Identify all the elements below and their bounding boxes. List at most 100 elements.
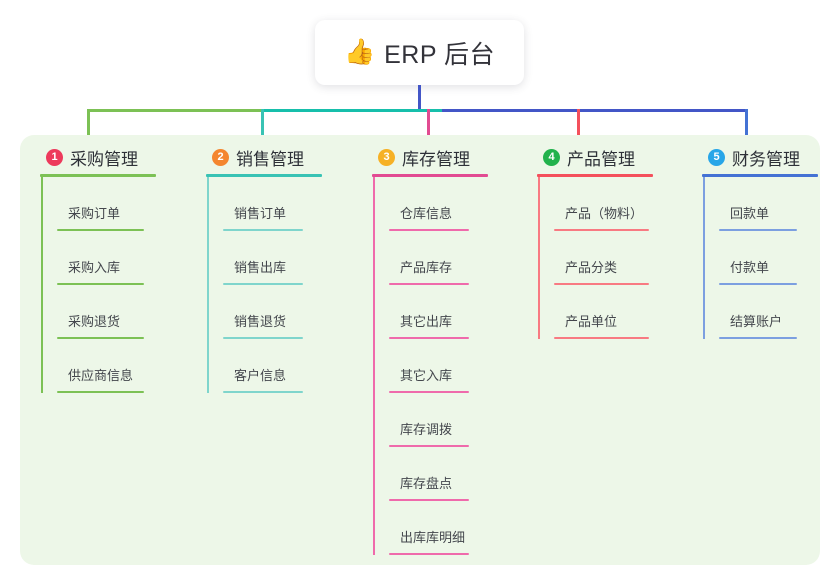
leaf-item[interactable]: 仓库信息 [378,177,522,231]
leaf-rule [57,337,144,339]
leaf-label: 库存调拨 [400,422,453,437]
leaf-rule [223,229,303,231]
leaf-item[interactable]: 销售订单 [212,177,346,231]
column-5: 5 财务管理回款单付款单结算账户 [692,145,839,339]
leaf-label: 库存盘点 [400,476,453,491]
leaf-item[interactable]: 库存盘点 [378,447,522,501]
leaf-rule [223,391,303,393]
column-spine-3 [373,177,375,555]
column-spine-5 [703,177,705,339]
leaf-label: 采购入库 [68,260,121,275]
column-branch-1: 采购订单采购入库采购退货供应商信息 [30,177,180,393]
column-head-rule-5 [702,174,818,177]
leaf-item[interactable]: 出库库明细 [378,501,522,555]
thumbs-up-icon: 👍 [343,38,376,66]
leaf-item[interactable]: 采购入库 [46,231,180,285]
column-spine-4 [538,177,540,339]
leaf-item[interactable]: 采购订单 [46,177,180,231]
leaf-rule [554,337,649,339]
leaf-rule [223,283,303,285]
column-title-1: 采购管理 [70,149,138,169]
leaf-rule [719,229,797,231]
drop-connector-2 [260,109,264,145]
column-title-3: 库存管理 [402,149,470,169]
leaf-item[interactable]: 产品分类 [543,231,687,285]
leaf-item[interactable]: 回款单 [708,177,839,231]
leaf-item[interactable]: 库存调拨 [378,393,522,447]
column-head-rule-2 [206,174,322,177]
drop-connector-4 [576,109,580,145]
leaf-rule [57,391,144,393]
column-badge-1: 1 [46,148,63,166]
leaf-rule [389,445,469,447]
column-title-5: 财务管理 [732,149,800,169]
leaf-rule [719,337,797,339]
leaf-rule [57,283,144,285]
leaf-label: 产品（物料） [565,206,644,221]
leaf-item[interactable]: 产品库存 [378,231,522,285]
column-header-5[interactable]: 5 财务管理 [692,145,839,169]
column-header-3[interactable]: 3 库存管理 [362,145,522,169]
leaf-rule [223,337,303,339]
column-badge-3: 3 [378,148,395,166]
leaf-item[interactable]: 客户信息 [212,339,346,393]
leaf-item[interactable]: 供应商信息 [46,339,180,393]
leaf-rule [389,499,469,501]
leaf-item[interactable]: 销售退货 [212,285,346,339]
leaf-label: 销售订单 [234,206,287,221]
leaf-item[interactable]: 销售出库 [212,231,346,285]
drop-connector-3 [426,109,430,145]
leaf-rule [389,229,469,231]
column-1: 1 采购管理采购订单采购入库采购退货供应商信息 [30,145,180,393]
column-head-rule-4 [537,174,653,177]
leaf-label: 其它出库 [400,314,453,329]
leaf-label: 供应商信息 [68,368,134,383]
leaf-rule [389,391,469,393]
leaf-label: 结算账户 [730,314,783,329]
leaf-item[interactable]: 采购退货 [46,285,180,339]
bus-segment-teal [262,109,443,112]
root-title: ERP 后台 [384,40,496,69]
leaf-label: 产品分类 [565,260,618,275]
root-node[interactable]: 👍 ERP 后台 [315,20,524,85]
leaf-item[interactable]: 产品（物料） [543,177,687,231]
leaf-item[interactable]: 付款单 [708,231,839,285]
leaf-rule [389,337,469,339]
bus-segment-blue [442,109,746,112]
leaf-item[interactable]: 其它出库 [378,285,522,339]
leaf-label: 销售出库 [234,260,287,275]
bus-segment-green [88,109,263,112]
leaf-label: 产品单位 [565,314,618,329]
column-branch-5: 回款单付款单结算账户 [692,177,839,339]
root-stem-connector [418,85,421,111]
leaf-label: 采购退货 [68,314,121,329]
leaf-rule [57,229,144,231]
leaf-label: 产品库存 [400,260,453,275]
leaf-label: 销售退货 [234,314,287,329]
leaf-label: 付款单 [730,260,770,275]
leaf-rule [554,229,649,231]
column-header-2[interactable]: 2 销售管理 [196,145,346,169]
column-2: 2 销售管理销售订单销售出库销售退货客户信息 [196,145,346,393]
column-spine-1 [41,177,43,393]
column-branch-4: 产品（物料） 产品分类产品单位 [527,177,687,339]
column-head-rule-3 [372,174,488,177]
leaf-item[interactable]: 产品单位 [543,285,687,339]
leaf-label: 出库库明细 [400,530,466,545]
leaf-item[interactable]: 其它入库 [378,339,522,393]
leaf-rule [719,283,797,285]
leaf-label: 回款单 [730,206,770,221]
leaf-item[interactable]: 结算账户 [708,285,839,339]
leaf-rule [554,283,649,285]
column-branch-2: 销售订单销售出库销售退货客户信息 [196,177,346,393]
column-head-rule-1 [40,174,156,177]
column-badge-2: 2 [212,148,229,166]
column-title-2: 销售管理 [236,149,304,169]
column-header-1[interactable]: 1 采购管理 [30,145,180,169]
column-badge-5: 5 [708,148,725,166]
leaf-rule [389,553,469,555]
leaf-label: 采购订单 [68,206,121,221]
column-badge-4: 4 [543,148,560,166]
